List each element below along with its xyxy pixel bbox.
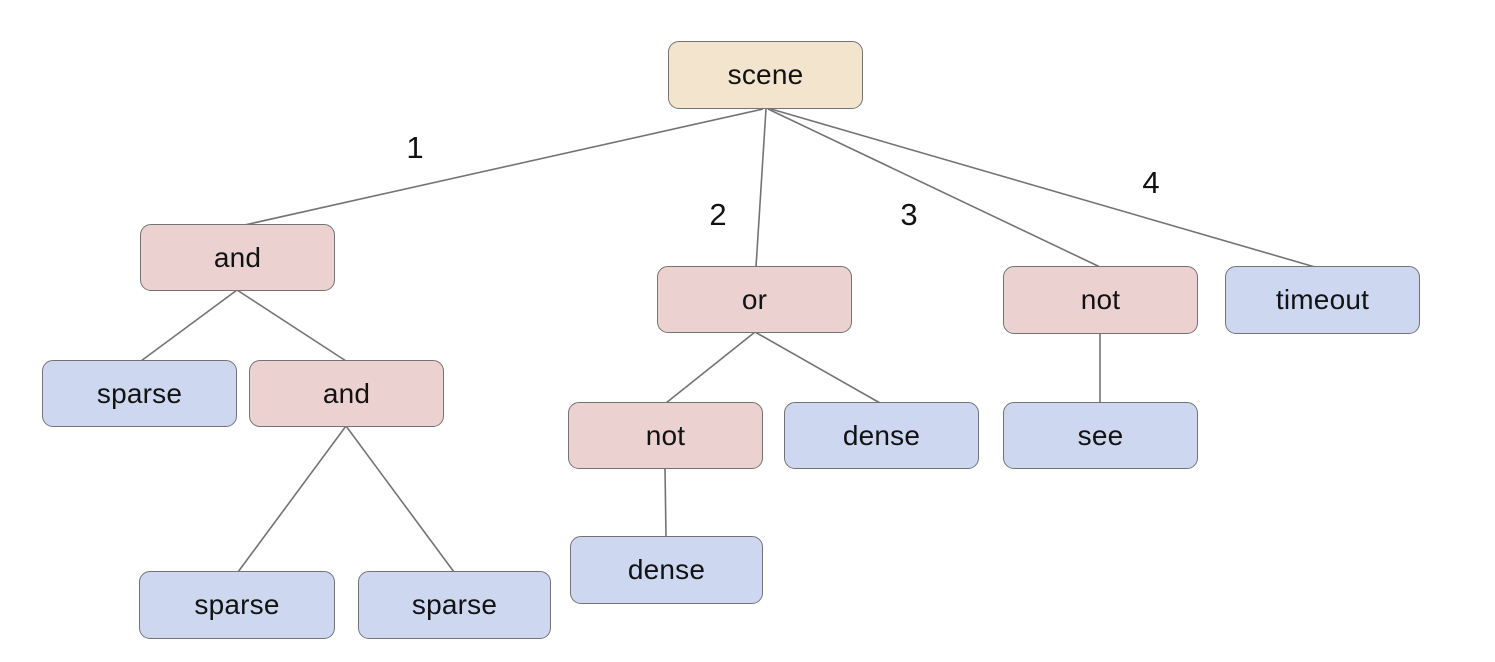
- edge-and2-sparse-right: [345, 425, 455, 573]
- node-sparse-3: sparse: [358, 571, 551, 639]
- edge-or-not: [665, 331, 756, 404]
- node-scene: scene: [668, 41, 863, 109]
- node-see: see: [1003, 402, 1198, 469]
- edge-label-1: 1: [406, 130, 424, 165]
- edge-and-and: [236, 289, 347, 362]
- edge-and-sparse: [140, 289, 238, 362]
- edge-scene-not: [767, 108, 1101, 268]
- edge-or-dense: [754, 331, 881, 404]
- node-not-under-or: not: [568, 402, 763, 469]
- node-and-2: and: [249, 360, 444, 427]
- edge-label-4: 4: [1142, 165, 1160, 200]
- node-sparse-1: sparse: [42, 360, 237, 427]
- edge-and2-sparse-left: [237, 425, 347, 573]
- node-and-1: and: [140, 224, 335, 291]
- node-dense-under-not: dense: [570, 536, 763, 604]
- node-or: or: [657, 266, 852, 333]
- node-dense-under-or: dense: [784, 402, 979, 469]
- node-sparse-2: sparse: [139, 571, 335, 639]
- edge-not-dense: [664, 467, 667, 538]
- edge-scene-and: [239, 108, 764, 227]
- edge-label-2: 2: [709, 197, 727, 232]
- edge-scene-timeout: [770, 108, 1316, 268]
- edge-label-3: 3: [900, 197, 918, 232]
- edge-scene-or: [755, 108, 767, 268]
- node-timeout: timeout: [1225, 266, 1420, 334]
- node-not-branch3: not: [1003, 266, 1198, 334]
